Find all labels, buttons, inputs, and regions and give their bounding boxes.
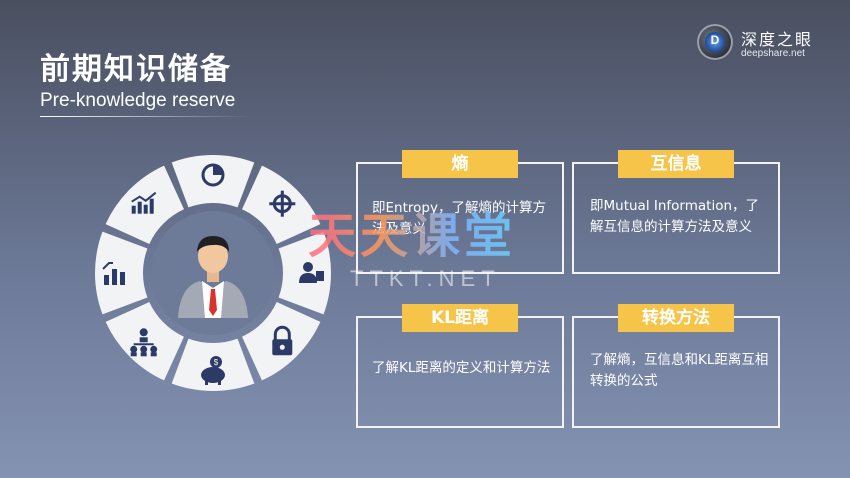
wheel-segment — [95, 231, 148, 315]
watermark-text: 天天课堂 — [308, 196, 516, 266]
wheel-segment: $ — [171, 338, 255, 391]
logo-letter: D — [710, 33, 720, 47]
title-underline — [40, 116, 250, 117]
pie-chart-icon — [201, 163, 225, 187]
user-presenter-icon — [299, 262, 324, 283]
wheel-segment — [242, 302, 321, 381]
card-conversion-method-text: 了解熵，互信息和KL距离互相转换的公式 — [590, 352, 769, 389]
line-bar-chart-icon — [131, 191, 157, 214]
card-mutual-information-text: 即Mutual Information，了解互信息的计算方法及意义 — [590, 198, 760, 235]
businessman-icon — [151, 211, 275, 335]
bar-growth-icon — [102, 262, 125, 285]
wheel-segment — [278, 231, 331, 315]
card-conversion-method-tag: 转换方法 — [618, 304, 734, 332]
watermark-url: TTKT.NET — [350, 266, 501, 291]
wheel-segment — [105, 302, 184, 381]
card-entropy-tag: 熵 — [402, 150, 518, 178]
wheel-svg: $ — [95, 155, 331, 391]
wheel-segment — [171, 155, 255, 208]
brand-logo-block: D 深度之眼 deepshare.net — [697, 24, 827, 62]
card-mutual-information-tag: 互信息 — [618, 150, 734, 178]
brand-name: 深度之眼 — [741, 30, 814, 49]
wheel-segment — [105, 165, 184, 244]
crosshair-icon — [269, 190, 296, 217]
piggy-bank-icon: $ — [201, 356, 225, 385]
svg-text:$: $ — [214, 358, 219, 367]
slide-title: 前期知识储备 — [40, 52, 232, 87]
knowledge-wheel: $ — [88, 148, 338, 398]
org-hierarchy-icon — [130, 328, 158, 357]
padlock-icon — [272, 325, 293, 356]
card-entropy-text: 即Entropy，了解熵的计算方法及意义 — [372, 198, 552, 240]
card-kl-distance-text: 了解KL距离的定义和计算方法 — [372, 360, 551, 376]
eye-logo-icon: D — [697, 24, 733, 60]
brand-url: deepshare.net — [741, 48, 805, 59]
slide-subtitle: Pre-knowledge reserve — [40, 90, 236, 111]
wheel-segment — [242, 165, 321, 244]
card-kl-distance-tag: KL距离 — [402, 304, 518, 332]
